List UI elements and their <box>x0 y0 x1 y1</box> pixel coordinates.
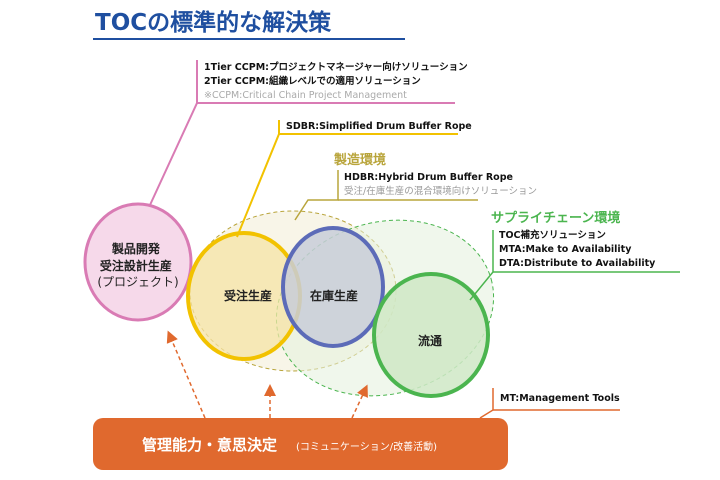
manufacturing-heading: 製造環境 <box>333 152 386 168</box>
base-bar-sub-label: (コミュニケーション/改善活動) <box>296 440 437 453</box>
project-circle-label: 製品開発 受注設計生産 (プロジェクト) <box>97 241 178 289</box>
distribution-label: 流通 <box>418 333 442 348</box>
toc-replenishment-line: TOC補充ソリューション <box>499 229 606 241</box>
hdbr-description: 受注/在庫生産の混合環境向けソリューション <box>344 185 537 197</box>
dta-line: DTA:Distribute to Availability <box>499 258 656 269</box>
supply-chain-heading: サプライチェーン環境 <box>491 210 620 226</box>
mt-label: MT:Management Tools <box>500 393 620 404</box>
manufacturing-leader-line <box>294 170 339 221</box>
page-title: TOCの標準的な解決策 <box>95 9 332 36</box>
project-circle <box>83 202 193 322</box>
ccpm-line-2: 2Tier CCPM:組織レベルでの適用ソリューション <box>204 75 421 87</box>
make-to-stock-circle <box>281 226 385 348</box>
base-bar-main-label: 管理能力・意思決定 <box>142 436 277 454</box>
arrow-to-supply-chain <box>351 384 368 419</box>
ccpm-note: ※CCPM:Critical Chain Project Management <box>204 90 407 101</box>
ccpm-leader-line <box>149 60 198 206</box>
ccpm-line-1: 1Tier CCPM:プロジェクトマネージャー向けソリューション <box>204 61 468 73</box>
management-capability-bar <box>93 418 508 470</box>
sdbr-line: SDBR:Simplified Drum Buffer Rope <box>286 121 472 132</box>
mt-leader-line <box>479 388 494 419</box>
distribution-circle <box>372 272 490 398</box>
make-to-stock-label: 在庫生産 <box>310 288 358 303</box>
make-to-order-label: 受注生産 <box>224 288 272 303</box>
arrow-to-project <box>166 330 206 419</box>
hdbr-line: HDBR:Hybrid Drum Buffer Rope <box>344 172 513 183</box>
mta-line: MTA:Make to Availability <box>499 244 632 255</box>
